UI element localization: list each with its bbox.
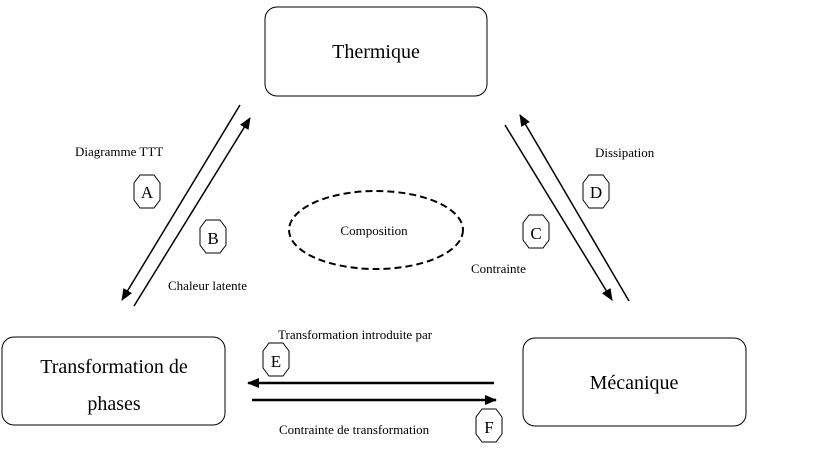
- label-diagramme-ttt: Diagramme TTT: [75, 144, 163, 159]
- badge-c-letter: C: [530, 224, 541, 243]
- node-transformation-box: [1, 336, 226, 426]
- node-mecanique-box: [522, 337, 747, 427]
- arrow-b-transformation-to-thermique: [133, 117, 251, 307]
- badge-d: D: [582, 174, 610, 209]
- badge-d-letter: D: [590, 183, 602, 202]
- node-thermique-label: Thermique: [332, 41, 420, 63]
- arrow-d-mecanique-to-thermique: [519, 114, 630, 302]
- node-mecanique: Mécanique: [522, 337, 747, 427]
- badge-a: A: [133, 174, 161, 209]
- arrow-c-mecanique-from-thermique: [504, 124, 613, 301]
- badge-b-letter: B: [207, 229, 218, 248]
- label-contrainte-de-transformation: Contrainte de transformation: [279, 422, 430, 437]
- badge-e: E: [262, 342, 290, 377]
- node-transformation-label-line2: phases: [87, 393, 141, 415]
- badge-a-letter: A: [141, 183, 154, 202]
- label-chaleur-latente: Chaleur latente: [168, 278, 247, 293]
- label-contrainte: Contrainte: [471, 261, 526, 276]
- arrow-a-thermique-to-transformation: [121, 104, 241, 301]
- badge-f: F: [475, 408, 503, 443]
- node-thermique: Thermique: [264, 6, 488, 97]
- composition-label: Composition: [340, 223, 408, 238]
- badge-f-letter: F: [484, 418, 493, 437]
- node-thermique-box: [264, 6, 488, 97]
- node-transformation-de-phases: Transformation de phases: [1, 336, 226, 426]
- badge-b: B: [199, 219, 227, 254]
- node-transformation-label-line1: Transformation de: [40, 356, 188, 378]
- label-transformation-introduite-par: Transformation introduite par: [278, 327, 433, 342]
- label-dissipation: Dissipation: [595, 145, 655, 160]
- badge-e-letter: E: [271, 352, 281, 371]
- node-mecanique-label: Mécanique: [590, 372, 679, 394]
- center-composition: Composition: [288, 190, 464, 270]
- composition-ellipse: [288, 190, 464, 270]
- badge-c: C: [522, 214, 550, 249]
